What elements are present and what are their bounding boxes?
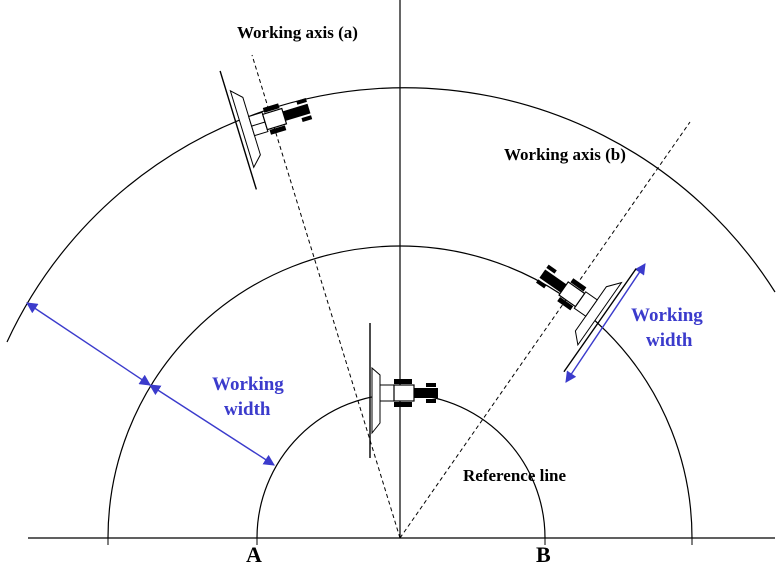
working-axis-a-line [251, 54, 401, 539]
working-width-arrow-outer [26, 302, 151, 386]
reference-line-label: Reference line [463, 466, 567, 485]
working-axis-b-label: Working axis (b) [504, 145, 626, 164]
working-axis-b-line [399, 121, 691, 539]
working-width-right-line1: Working [631, 305, 703, 326]
point-b-label: B [536, 542, 551, 566]
working-width-right-line2: width [646, 330, 693, 351]
tractor-top [219, 70, 313, 190]
working-width-arrow-inner [149, 384, 275, 466]
working-width-left-line1: Working [212, 374, 284, 395]
tractor-right [536, 264, 637, 373]
working-width-left-line2: width [224, 399, 271, 420]
working-width-arrow-right [565, 263, 646, 383]
working-axis-a-label: Working axis (a) [237, 23, 358, 42]
point-a-label: A [246, 542, 262, 566]
tractor-center [369, 323, 438, 458]
outer-arc [6, 87, 776, 343]
